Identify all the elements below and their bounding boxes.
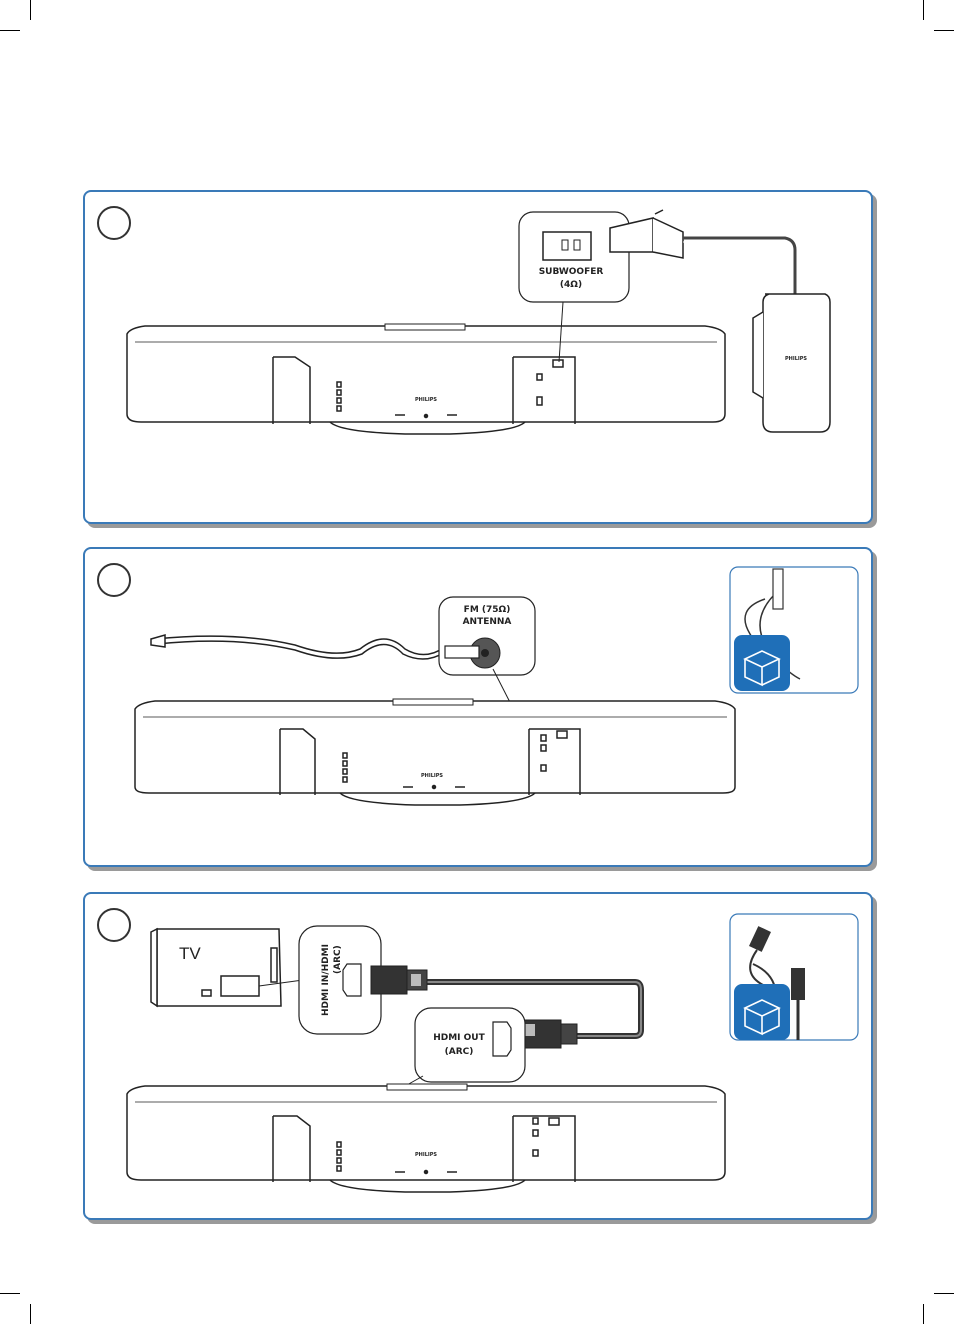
crop-mark — [0, 1293, 20, 1294]
hdmi-panel: TV HDMI IN/HDMI (ARC) HDMI OUT (ARC) — [83, 892, 873, 1220]
fm-antenna-panel: FM (75Ω) ANTENNA PHILIPS — [83, 547, 873, 867]
fm-port-label: FM (75Ω) — [464, 605, 511, 615]
subwoofer-port-label: SUBWOOFER — [539, 267, 604, 277]
crop-mark — [30, 1304, 31, 1324]
crop-mark — [923, 1304, 924, 1324]
crop-mark — [30, 0, 31, 20]
fm-antenna-diagram: FM (75Ω) ANTENNA PHILIPS — [85, 549, 871, 865]
soundbar — [127, 324, 725, 434]
crop-mark — [0, 30, 20, 31]
crop-mark — [923, 0, 924, 20]
bar-hdmi-port-arc: (ARC) — [445, 1047, 474, 1057]
brand-logo: PHILIPS — [415, 397, 437, 403]
tv-hdmi-callout — [299, 926, 381, 1034]
subwoofer-port-impedance: (4Ω) — [560, 280, 582, 290]
bar-hdmi-port-label: HDMI OUT — [433, 1033, 485, 1043]
tv-hdmi-port-arc: (ARC) — [333, 945, 343, 974]
tv-hdmi-port-label: HDMI IN/HDMI — [321, 944, 331, 1016]
in-box-inset — [730, 914, 858, 1040]
in-box-inset — [730, 567, 858, 693]
brand-logo: PHILIPS — [421, 773, 443, 779]
soundbar — [127, 1084, 725, 1192]
crop-mark — [934, 1293, 954, 1294]
subwoofer-unit — [753, 294, 830, 432]
fm-port-label-line2: ANTENNA — [463, 617, 512, 627]
soundbar — [135, 699, 735, 805]
tv-label: TV — [179, 944, 201, 963]
subwoofer-brand-logo: PHILIPS — [785, 356, 807, 362]
fm-antenna-wire — [151, 635, 445, 659]
hdmi-diagram: TV HDMI IN/HDMI (ARC) HDMI OUT (ARC) — [85, 894, 871, 1218]
subwoofer-cable — [610, 210, 795, 302]
brand-logo: PHILIPS — [415, 1152, 437, 1158]
crop-mark — [934, 30, 954, 31]
subwoofer-panel: PHILIPS SUBWOOFER (4Ω) PHILIPS — [83, 190, 873, 524]
subwoofer-diagram: PHILIPS SUBWOOFER (4Ω) PHILIPS — [85, 192, 871, 522]
tv-back — [151, 929, 303, 1006]
